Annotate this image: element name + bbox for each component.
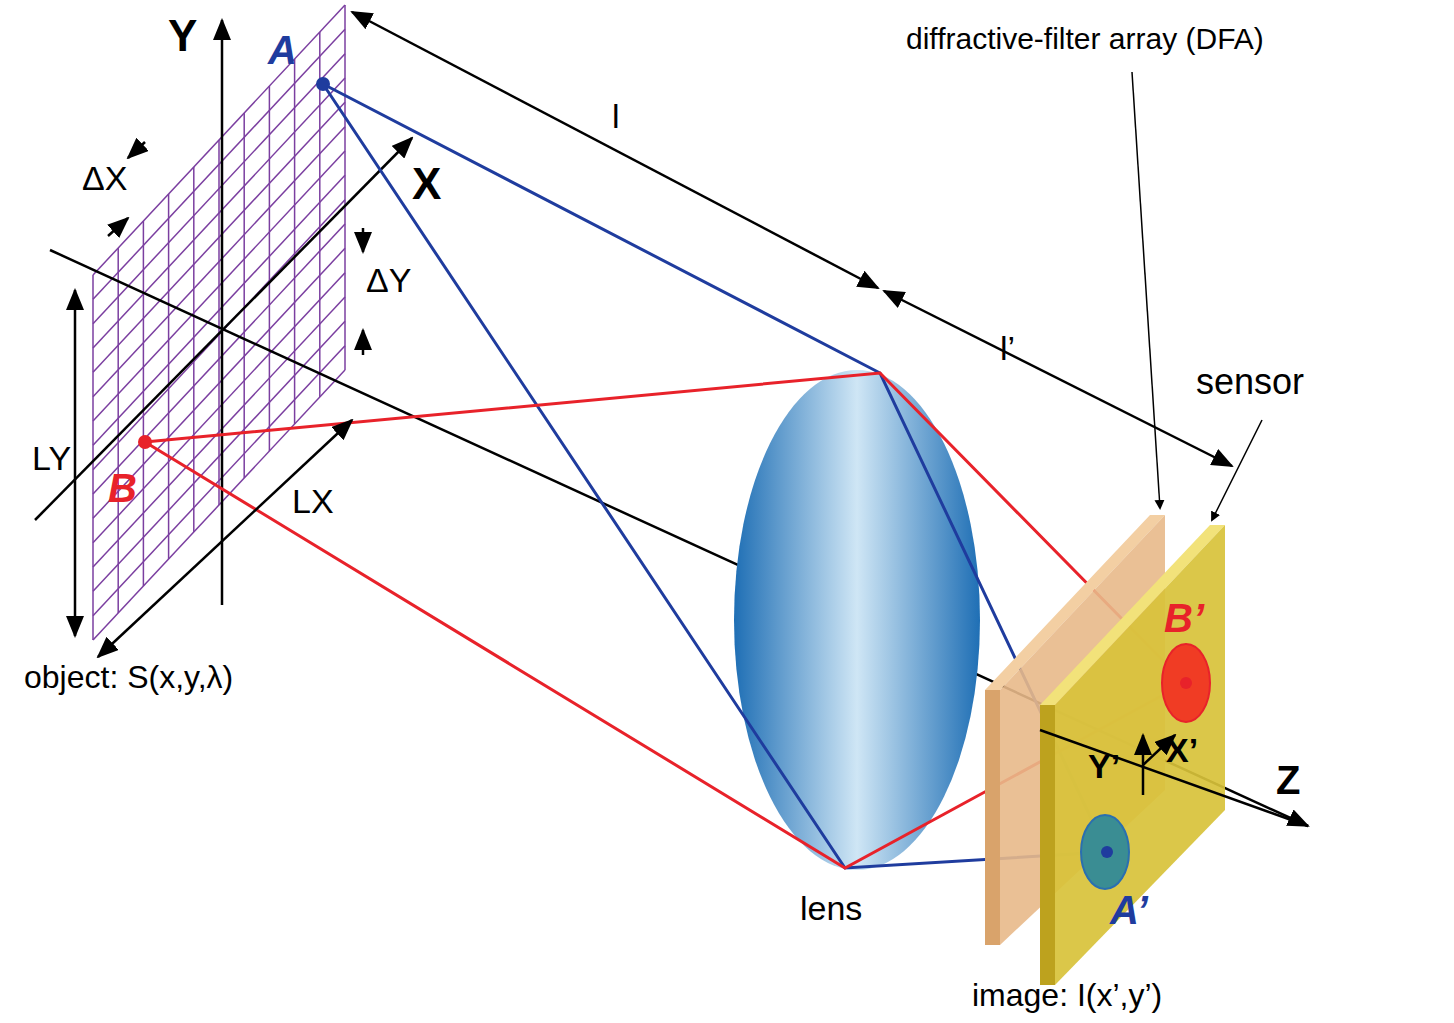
- grid-line: [93, 29, 345, 299]
- grid-line: [93, 127, 345, 397]
- diagram-label: LX: [292, 483, 334, 520]
- diagram-label: Y: [168, 12, 197, 60]
- diagram-label: lens: [800, 890, 862, 927]
- grid-line: [93, 175, 345, 445]
- diagram-label: B’: [1164, 596, 1204, 640]
- diagram-label: sensor: [1196, 362, 1304, 402]
- grid-line: [93, 224, 345, 494]
- grid-line: [93, 346, 345, 616]
- grid-line: [93, 273, 345, 543]
- diagram-label: X’: [1166, 732, 1198, 769]
- diagram-label: diffractive-filter array (DFA): [906, 22, 1264, 55]
- diagram-label: Z: [1276, 758, 1300, 802]
- diagram-label: l’: [1000, 330, 1015, 367]
- diagram-label: object: S(x,y,λ): [24, 660, 233, 695]
- grid-line: [294, 59, 296, 424]
- grid-line: [143, 221, 145, 586]
- grid-line: [93, 248, 345, 518]
- grid-line: [193, 167, 195, 532]
- diagram-label: Y’: [1088, 748, 1120, 785]
- diagram-label: X: [412, 160, 441, 208]
- diagram-label: A: [268, 28, 297, 72]
- grid-line: [243, 113, 245, 478]
- grid-line: [168, 194, 170, 559]
- grid-line: [344, 5, 346, 370]
- diagram-label: LY: [30, 438, 73, 479]
- grid-line: [93, 370, 345, 640]
- grid-line: [93, 5, 345, 275]
- grid-line: [93, 321, 345, 591]
- grid-line: [218, 140, 220, 505]
- grid-line: [93, 54, 345, 324]
- diagram-label: image: I(x’,y’): [972, 978, 1162, 1013]
- diagram-label: A’: [1110, 888, 1148, 932]
- grid-line: [92, 275, 94, 640]
- diagram-label: l: [612, 98, 620, 135]
- diagram-label: ΔY: [366, 262, 411, 299]
- grid-line: [117, 248, 119, 613]
- grid-line: [269, 86, 271, 451]
- grid-line: [93, 78, 345, 348]
- diagram-label: ΔX: [82, 160, 127, 197]
- grid-line: [93, 297, 345, 567]
- diagram-label: B: [108, 466, 137, 510]
